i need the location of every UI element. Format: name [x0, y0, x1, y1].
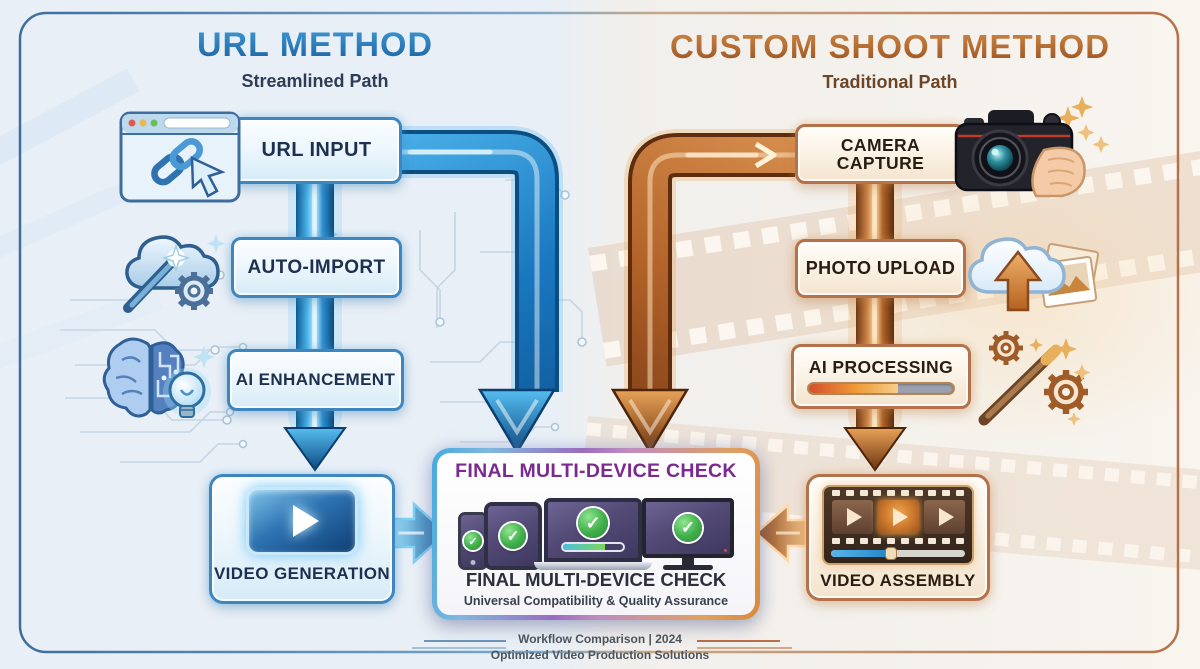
step-label: VIDEO ASSEMBLY: [820, 571, 976, 590]
right-method-header: CUSTOM SHOOT METHOD Traditional Path: [645, 28, 1135, 93]
film-sprockets: [830, 538, 966, 544]
lightbulb-icon: [163, 368, 211, 418]
left-pipe-vertical: [283, 150, 347, 472]
final-check-panel-inner: FINAL MULTI-DEVICE CHECK: [437, 453, 755, 615]
magic-wand-icon: [123, 243, 191, 313]
cloud-magic-gear-icon: [112, 218, 244, 318]
tablet-device-icon: [484, 502, 542, 570]
check-icon: [500, 523, 526, 549]
left-bypass-arrow: [402, 126, 563, 455]
gears-magic-wand-icon: [966, 324, 1108, 428]
film-frames: [830, 500, 966, 534]
timeline-scrubber: [831, 547, 965, 560]
play-triangle-icon: [938, 508, 954, 526]
video-play-icon: [246, 487, 358, 555]
right-pipe-vertical: [843, 155, 907, 472]
footer-subtitle: Optimized Video Production Solutions: [490, 648, 710, 662]
canvas-border: [18, 11, 1180, 654]
film-sprockets: [830, 490, 966, 496]
step-ai-enhancement: AI ENHANCEMENT: [227, 349, 404, 411]
check-icon: [578, 508, 608, 538]
right-method-title: CUSTOM SHOOT METHOD: [645, 28, 1135, 66]
step-video-assembly: VIDEO ASSEMBLY: [806, 474, 990, 601]
laptop-screen: [544, 498, 642, 562]
upload-arrow-icon: [993, 249, 1043, 312]
light-streaks: [0, 68, 178, 388]
left-method-header: URL METHOD Streamlined Path: [110, 26, 520, 92]
magic-wand-icon: [978, 344, 1062, 426]
laptop-progress-bar: [561, 542, 625, 552]
left-method-title: URL METHOD: [110, 26, 520, 65]
brain-lightbulb-icon: [92, 330, 230, 430]
ai-processing-progress-bar: [807, 382, 955, 396]
footer-title: Workflow Comparison | 2024: [518, 632, 682, 646]
gear-icon: [1044, 370, 1088, 414]
browser-link-icon: [116, 106, 252, 206]
laptop-base: [534, 562, 652, 570]
progress-fill: [563, 544, 605, 550]
play-triangle-icon: [846, 508, 862, 526]
check-icon: [674, 514, 702, 542]
cursor-icon: [190, 156, 226, 198]
step-label: AI PROCESSING: [808, 356, 954, 377]
step-ai-processing: AI PROCESSING: [791, 344, 971, 409]
tv-power-led: [724, 549, 727, 552]
play-triangle-icon: [892, 508, 908, 526]
step-label: VIDEO GENERATION: [213, 564, 391, 583]
step-camera-capture: CAMERA CAPTURE: [795, 124, 966, 184]
laptop-device-icon: [534, 498, 652, 570]
step-url-input: URL INPUT: [231, 117, 402, 184]
film-frame: [923, 500, 965, 534]
step-auto-import: AUTO-IMPORT: [231, 237, 402, 298]
left-method-subtitle: Streamlined Path: [241, 71, 389, 91]
step-label: URL INPUT: [261, 139, 372, 161]
step-label: CAMERA CAPTURE: [836, 134, 925, 173]
play-triangle-icon: [293, 505, 319, 537]
scrubber-progress: [831, 550, 890, 557]
cloud-upload-photos-icon: [956, 218, 1104, 322]
tv-stand-base: [663, 565, 713, 570]
right-method-subtitle: Traditional Path: [822, 72, 958, 92]
step-label: AI ENHANCEMENT: [235, 370, 396, 390]
dslr-camera-icon: [948, 96, 1100, 218]
step-label: PHOTO UPLOAD: [805, 258, 956, 279]
tv-screen: [642, 498, 734, 558]
tv-stand: [682, 558, 694, 565]
gear-icon: [175, 272, 213, 310]
check-icon: [464, 532, 482, 550]
filmstrip-player-icon: [822, 485, 974, 565]
tv-device-icon: [642, 498, 734, 570]
final-check-title: FINAL MULTI-DEVICE CHECK: [455, 460, 737, 482]
gear-icon: [989, 331, 1023, 365]
hand: [1031, 146, 1086, 198]
footer-divider-lines: [412, 640, 792, 649]
device-row: [437, 486, 755, 570]
step-label: AUTO-IMPORT: [247, 256, 386, 278]
scrubber-handle: [885, 547, 897, 560]
phone-home-button: [470, 560, 476, 565]
film-frame-active: [877, 500, 919, 534]
film-frame: [831, 500, 873, 534]
final-check-tagline: Universal Compatibility & Quality Assura…: [463, 594, 729, 608]
step-photo-upload: PHOTO UPLOAD: [795, 239, 966, 298]
progress-fill: [809, 384, 899, 394]
final-check-panel: FINAL MULTI-DEVICE CHECK: [432, 448, 760, 620]
step-video-generation: VIDEO GENERATION: [209, 474, 395, 604]
right-bypass-arrow: [610, 129, 795, 455]
final-check-heading: FINAL MULTI-DEVICE CHECK: [465, 569, 727, 590]
